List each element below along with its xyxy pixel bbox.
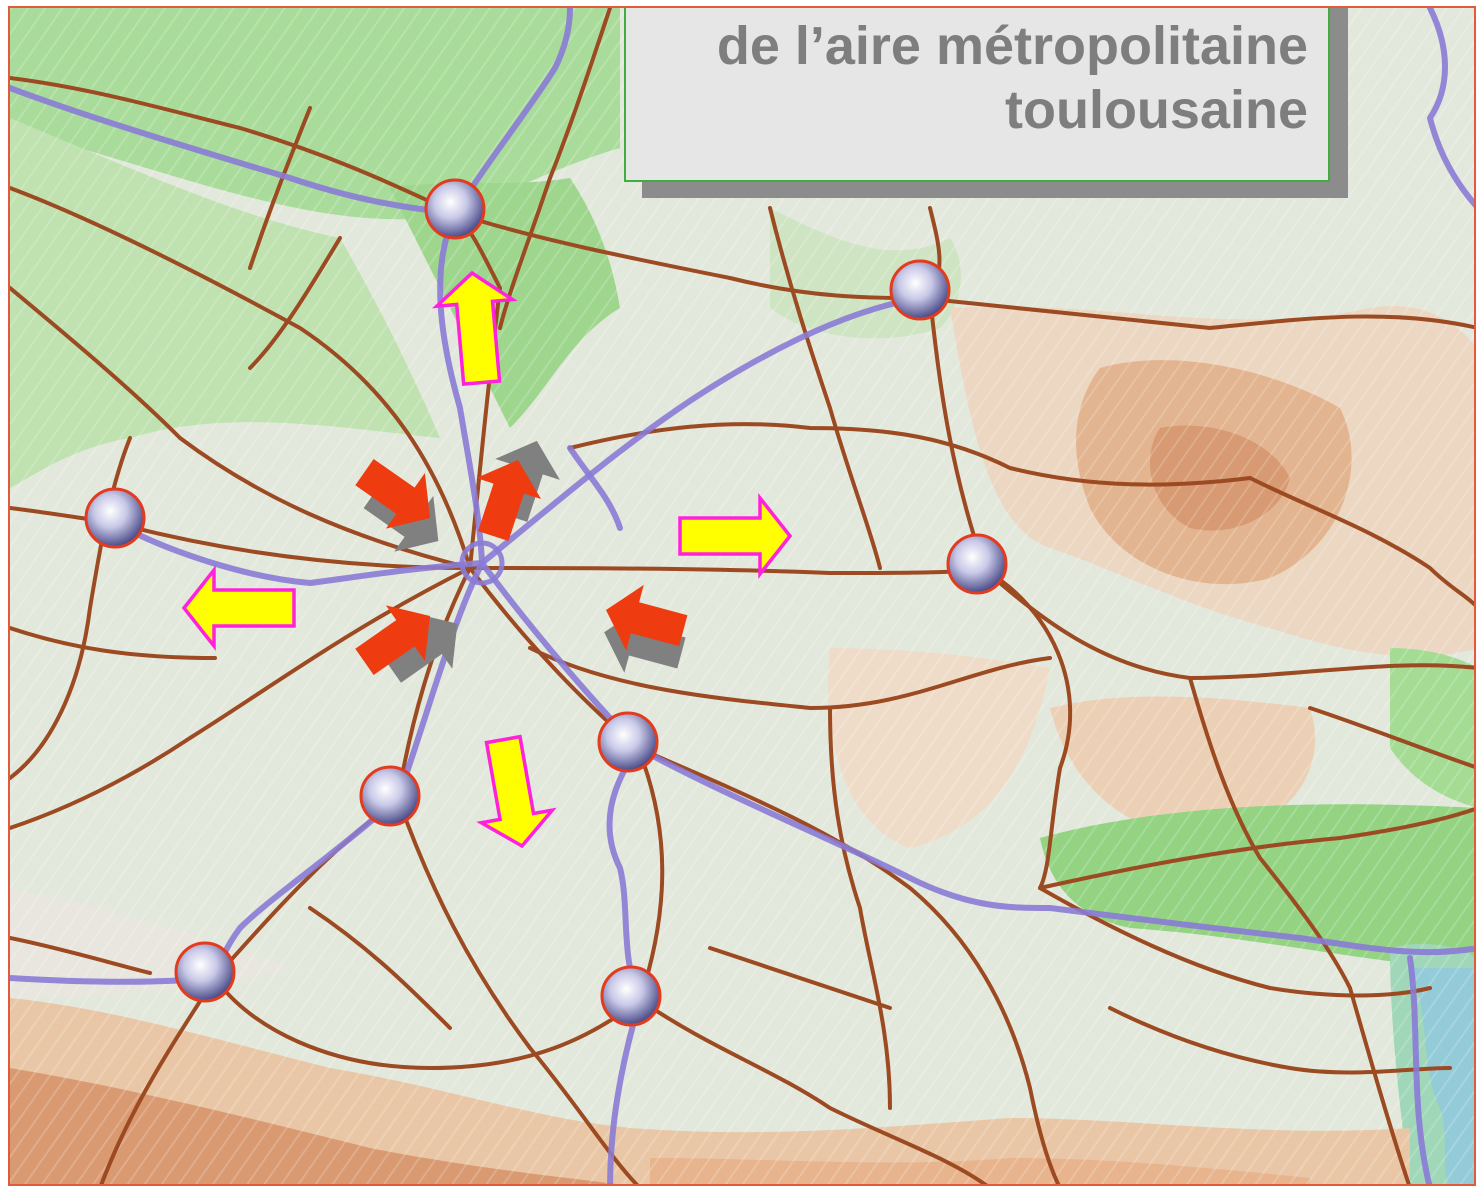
arrow-outward-south [476,734,557,849]
arrow-inward-northwest [355,459,439,552]
map-frame: de l’aire métropolitaine toulousaine [8,6,1476,1186]
arrow-outward-east [678,492,793,580]
map-title-line-1: de l’aire métropolitaine [716,16,1308,76]
node-south-west-inner [359,765,421,827]
map-title-box: de l’aire métropolitaine toulousaine [624,8,1330,182]
outward-arrows [181,270,793,849]
arrow-inward-northeast [476,440,560,542]
node-southwest [174,941,236,1003]
node-east [946,533,1008,595]
node-southeast [597,711,659,773]
node-north [424,178,486,240]
rail-network [10,8,1474,1184]
arrow-inward-southwest [355,605,458,683]
node-south [600,965,662,1027]
node-northeast [889,259,951,321]
city-nodes [84,178,1008,1027]
arrow-outward-west [181,564,296,652]
map-title-line-2: toulousaine [1004,80,1308,140]
arrow-outward-north [431,270,518,387]
node-west [84,487,146,549]
arrow-inward-southeast [604,584,688,673]
relief-map [10,8,1474,1184]
inward-arrows [355,440,688,683]
